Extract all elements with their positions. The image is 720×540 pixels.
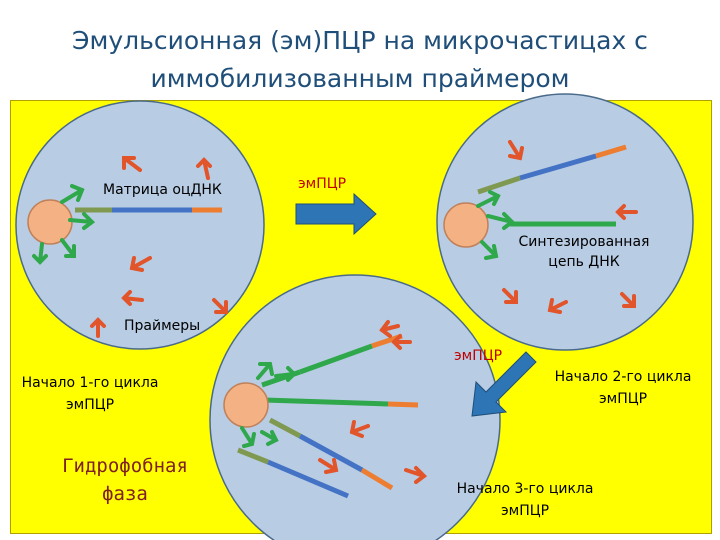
cycle-3-line-2: эмПЦР [500,503,550,519]
synthesized-line-2: цепь ДНК [548,254,620,270]
cycle-2-line-1: Начало 2-го цикла [554,369,692,385]
primers-on-bead-1 [32,184,96,265]
bead-2 [443,202,489,248]
cycle-1-line-2: эмПЦР [65,397,115,413]
cycle-1-line-1: Начало 1-го цикла [21,375,159,391]
template-label: Матрица оцДНК [103,182,222,198]
cycle-2-line-2: эмПЦР [598,391,648,407]
empcr-diagonal-arrow [471,351,537,417]
free-primers-1 [90,156,228,338]
cycle-2-label: Начало 2-го цикла эмПЦР [548,366,698,410]
droplet-1-content [27,156,228,338]
free-primers-2 [502,140,638,314]
empcr-label-1: эмПЦР [298,176,347,192]
empcr-right-arrow [295,192,377,236]
bead-3 [223,382,269,428]
hydrophobic-phase-label: Гидрофобная фаза [40,452,210,508]
title-line-1: Эмульсионная (эм)ПЦР на микрочастицах с [72,26,648,55]
cycle-3-line-1: Начало 3-го цикла [456,481,594,497]
synthesized-line-1: Синтезированная [518,234,650,250]
cycle-3-label: Начало 3-го цикла эмПЦР [450,478,600,522]
free-primers-3 [318,320,428,484]
synthesized-strand-label: Синтезированная цепь ДНК [514,232,654,272]
droplet-3-content [223,320,428,499]
primers-on-bead-2 [476,190,516,260]
bead-1 [27,199,73,245]
cycle-1-label: Начало 1-го цикла эмПЦР [20,372,160,416]
primers-on-bead-3 [240,362,297,448]
droplet-2-content [443,140,638,314]
empcr-label-2: эмПЦР [454,348,503,364]
hydrophobic-line-2: фаза [102,483,148,505]
droplet-3 [209,274,501,540]
title-line-2: иммобилизованным праймером [150,64,570,93]
slide-title: Эмульсионная (эм)ПЦР на микрочастицах с … [0,22,720,98]
hydrophobic-line-1: Гидрофобная [62,455,188,477]
primers-label: Праймеры [124,318,201,334]
